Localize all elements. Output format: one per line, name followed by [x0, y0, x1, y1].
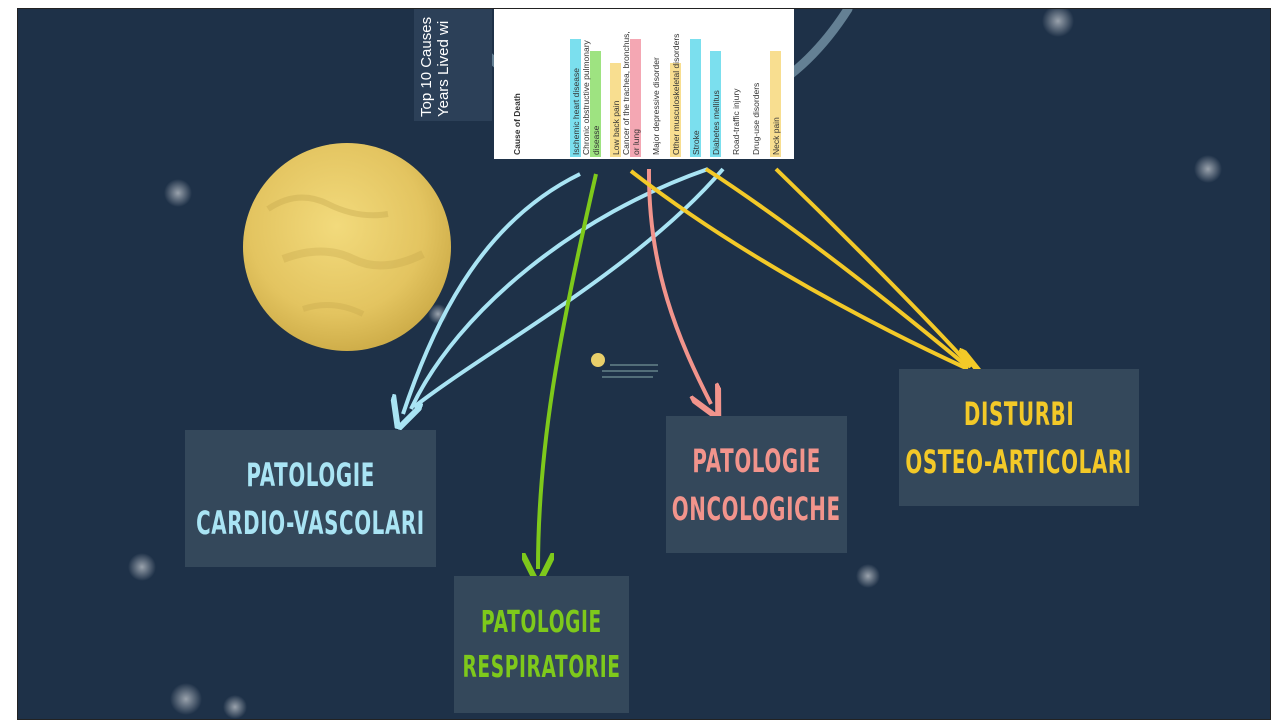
- star: [223, 695, 247, 719]
- cause-label: Other musculoskeletal disorders: [671, 25, 681, 155]
- arrow-othermsk-to-osteo: [706, 169, 968, 367]
- star: [170, 683, 202, 715]
- cause-label: Chronic obstructive pulmonary disease: [581, 25, 601, 155]
- cause-label: Stroke: [691, 130, 701, 155]
- cause-label: Drug-use disorders: [751, 83, 761, 155]
- cause-label: Road-traffic injury: [731, 89, 741, 155]
- category-respiratory-box: PATOLOGIE RESPIRATORIE: [454, 576, 629, 713]
- respiratory-line-2: RESPIRATORIE: [462, 650, 620, 685]
- small-planet-icon: [591, 353, 605, 367]
- title-text: Top 10 Causes Years Lived wi: [418, 17, 452, 117]
- oncology-line-2: ONCOLOGICHE: [672, 490, 841, 528]
- star: [164, 179, 192, 207]
- title-line-1: Top 10 Causes: [418, 17, 435, 117]
- osteo-line-1: DISTURBI: [964, 395, 1075, 433]
- cause-label: Low back pain: [611, 101, 621, 155]
- title-tab: Top 10 Causes Years Lived wi: [414, 9, 492, 121]
- category-oncology-box: PATOLOGIE ONCOLOGICHE: [666, 416, 847, 553]
- title-line-2: Years Lived wi: [435, 17, 452, 117]
- table-header: Cause of Death: [512, 93, 522, 155]
- arrow-lungcancer-to-oncology: [649, 169, 711, 404]
- respiratory-line-1: PATOLOGIE: [481, 605, 602, 640]
- category-osteo-box: DISTURBI OSTEO-ARTICOLARI: [899, 369, 1139, 506]
- cause-label: Diabetes mellitus: [711, 90, 721, 155]
- osteo-line-2: OSTEO-ARTICOLARI: [906, 443, 1132, 481]
- cause-label: Major depressive disorder: [651, 57, 661, 155]
- cardio-line-2: CARDIO-VASCOLARI: [196, 504, 425, 542]
- category-cardio-box: PATOLOGIE CARDIO-VASCOLARI: [185, 430, 436, 567]
- star: [1194, 155, 1222, 183]
- arrow-copd-to-respiratory: [538, 174, 596, 569]
- cause-label: Neck pain: [771, 117, 781, 155]
- cause-label: Cancer of the trachea, bronchus, or lung: [621, 25, 641, 155]
- oncology-line-1: PATOLOGIE: [692, 442, 821, 480]
- arrow-neckpain-to-osteo: [776, 169, 971, 367]
- cause-label: Ischemic heart disease: [571, 68, 581, 155]
- star: [128, 553, 156, 581]
- moon-icon: [243, 143, 451, 351]
- presentation-canvas: Top 10 Causes Years Lived wi Cause of De…: [17, 8, 1271, 720]
- cardio-line-1: PATOLOGIE: [246, 456, 375, 494]
- star: [856, 564, 880, 588]
- star: [1042, 9, 1074, 37]
